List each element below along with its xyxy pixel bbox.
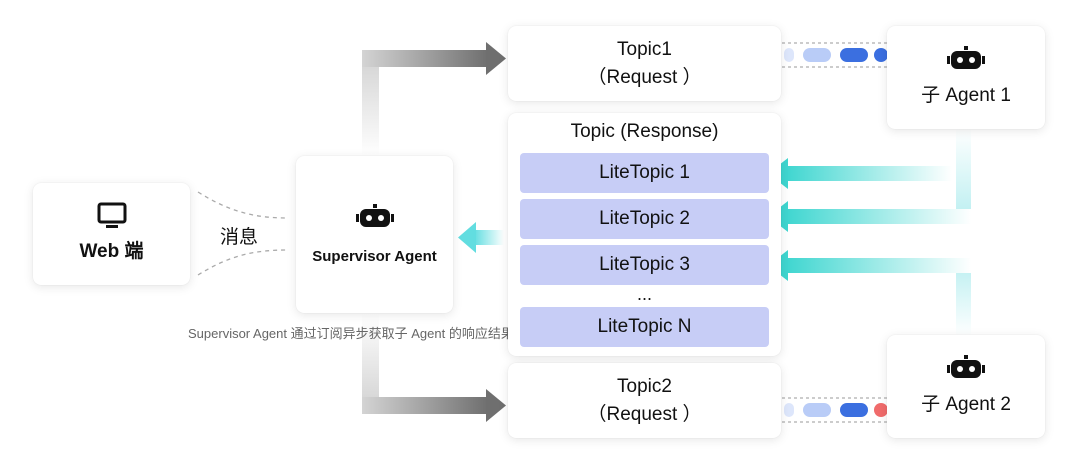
robot-icon <box>946 354 986 381</box>
grey-arrow-bottom-shaft <box>362 397 488 414</box>
lite-topic-3: LiteTopic 3 <box>520 245 769 285</box>
message-link-top <box>197 191 289 219</box>
lite-topic-1: LiteTopic 1 <box>520 153 769 193</box>
supervisor-caption: Supervisor Agent 通过订阅异步获取子 Agent 的响应结果 <box>188 326 514 341</box>
queue-pill <box>784 403 794 417</box>
grey-arrow-down-shaft <box>362 314 379 414</box>
agent2-card: 子 Agent 2 <box>887 335 1045 438</box>
grey-arrowhead-top <box>486 42 506 75</box>
topic1-subtitle: （Request ） <box>587 66 702 88</box>
queue-pill <box>874 403 888 417</box>
topic2-title: Topic2 <box>617 375 672 397</box>
grey-arrow-top-shaft <box>362 50 488 67</box>
agent2-connector <box>956 258 971 336</box>
grey-arrowhead-bottom <box>486 389 506 422</box>
lite-topic-ellipsis: ... <box>636 284 652 304</box>
topic1-card: Topic1 （Request ） <box>508 26 781 101</box>
supervisor-arrowhead <box>458 222 476 253</box>
message-link-bottom <box>197 249 289 276</box>
teal-arrow-3-shaft <box>786 258 971 273</box>
teal-arrow-2-shaft <box>786 209 971 224</box>
web-client-label: Web 端 <box>79 241 144 262</box>
topic1-title: Topic1 <box>617 38 672 60</box>
agent2-label: 子 Agent 2 <box>921 393 1011 415</box>
queue-pill <box>784 48 794 62</box>
supervisor-agent-card: Supervisor Agent <box>296 156 453 313</box>
topic2-subtitle: （Request ） <box>587 403 702 425</box>
response-topic-title: Topic (Response) <box>570 121 719 142</box>
queue-pill <box>840 48 868 62</box>
agent1-label: 子 Agent 1 <box>921 84 1011 106</box>
queue-pill <box>803 403 831 417</box>
robot-icon <box>355 204 395 230</box>
queue-pill <box>803 48 831 62</box>
supervisor-agent-label: Supervisor Agent <box>312 248 437 265</box>
monitor-icon <box>97 202 127 230</box>
queue-pill <box>874 48 888 62</box>
grey-arrow-up-shaft <box>362 50 379 156</box>
agent1-card: 子 Agent 1 <box>887 26 1045 129</box>
teal-arrow-1-shaft <box>786 166 952 181</box>
lite-topic-2: LiteTopic 2 <box>520 199 769 239</box>
supervisor-arrow-shaft <box>474 230 504 245</box>
lite-topic-n: LiteTopic N <box>520 307 769 347</box>
topic2-card: Topic2 （Request ） <box>508 363 781 438</box>
queue-pill <box>840 403 868 417</box>
agent1-connector <box>956 128 971 224</box>
robot-icon <box>946 45 986 72</box>
web-client-card: Web 端 <box>33 183 190 285</box>
message-label: 消息 <box>220 227 259 248</box>
